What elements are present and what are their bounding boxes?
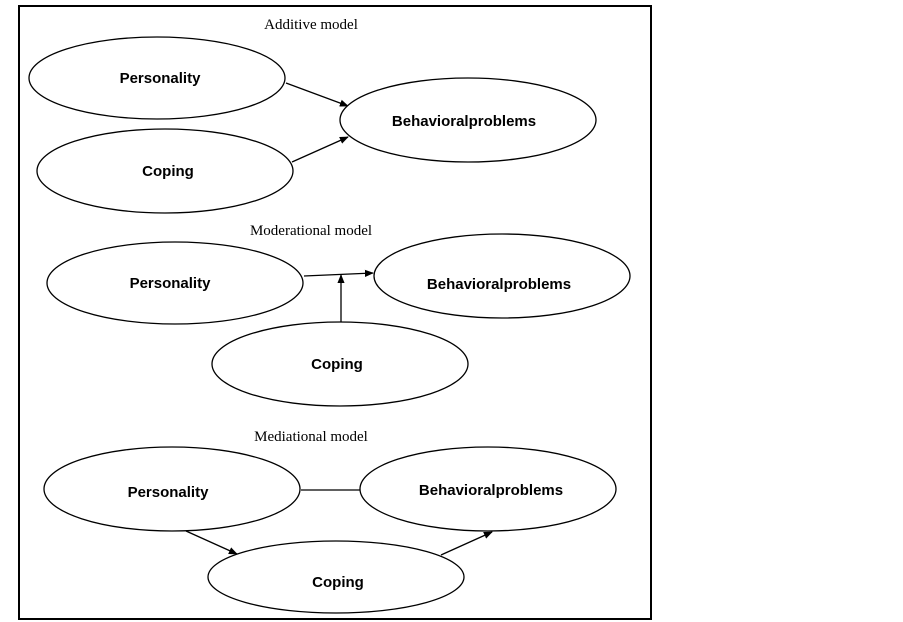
- moderational-model: Moderational model Personality Behaviora…: [46, 223, 631, 407]
- mediational-personality-node: [43, 446, 301, 532]
- additive-outcome-label: Behavioralproblems: [392, 113, 536, 130]
- mediational-outcome-label: Behavioralproblems: [419, 482, 563, 499]
- moderational-personality-node: [46, 241, 304, 325]
- mediational-personality-label: Personality: [128, 484, 210, 501]
- moderational-coping-label: Coping: [311, 356, 363, 373]
- additive-coping-label: Coping: [142, 163, 194, 180]
- mediational-model-title: Mediational model: [254, 429, 368, 445]
- additive-personality-to-outcome-arrow: [285, 82, 349, 107]
- additive-coping-node: [36, 128, 294, 214]
- additive-coping-to-outcome-arrow: [291, 136, 349, 163]
- additive-personality-node: [28, 36, 286, 120]
- mediational-model: Mediational model Personality Behavioral…: [43, 429, 617, 614]
- moderational-outcome-label: Behavioralproblems: [427, 276, 571, 293]
- moderational-outcome-node: [373, 233, 631, 319]
- mediational-coping-to-outcome-arrow: [440, 531, 493, 556]
- moderational-personality-to-outcome-arrow: [303, 269, 374, 277]
- mediational-coping-node: [207, 540, 465, 614]
- moderational-personality-label: Personality: [130, 275, 212, 292]
- additive-outcome-node: [339, 77, 597, 163]
- diagram-frame: [18, 5, 652, 620]
- mediational-personality-to-coping-arrow: [185, 530, 238, 555]
- moderational-coping-node: [211, 321, 469, 407]
- additive-personality-label: Personality: [120, 70, 202, 87]
- additive-model: Additive model Personality Coping Behavi…: [28, 17, 597, 214]
- additive-model-title: Additive model: [264, 17, 358, 33]
- moderational-model-title: Moderational model: [250, 223, 372, 239]
- mediational-coping-label: Coping: [312, 574, 364, 591]
- mediational-outcome-node: [359, 446, 617, 532]
